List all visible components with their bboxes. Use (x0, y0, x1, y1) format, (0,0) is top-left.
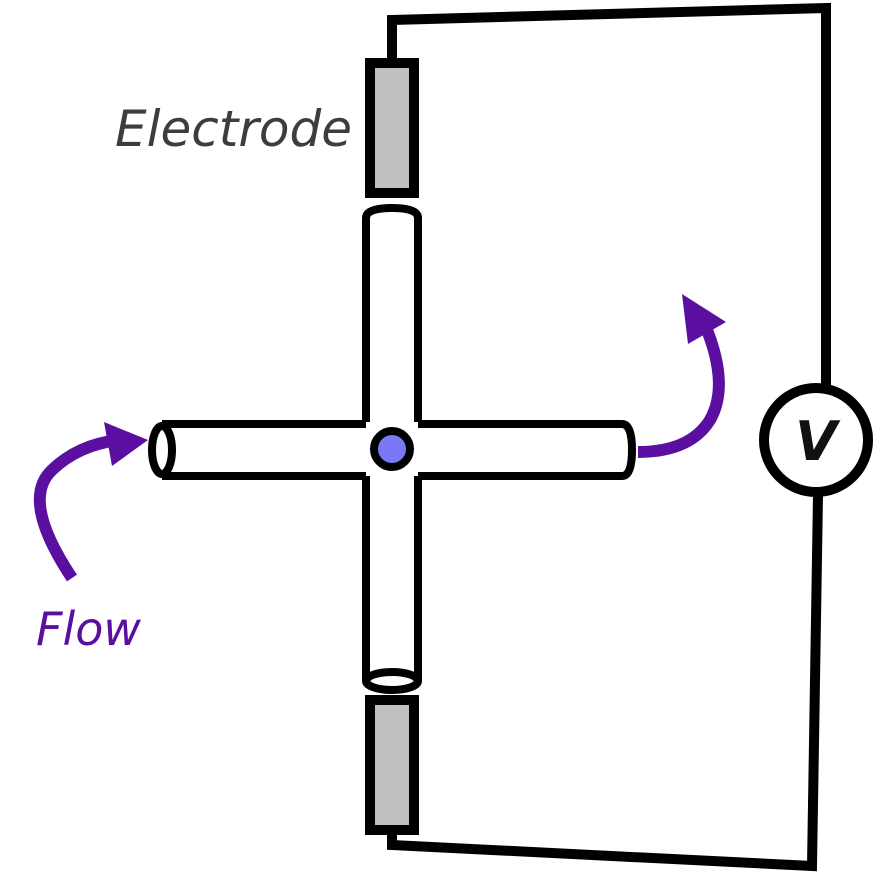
bottom-electrode (365, 695, 419, 835)
inlet-flow-arrow (33, 422, 148, 582)
top-electrode (365, 58, 419, 198)
voltmeter: V (759, 383, 873, 497)
inlet-channel-opening (148, 422, 176, 478)
voltmeter-label: V (795, 410, 841, 473)
circuit-wire-bottom (387, 494, 823, 872)
bottom-channel-opening (362, 668, 422, 694)
outlet-flow-arrow (637, 294, 726, 458)
flow-label: Flow (36, 602, 141, 656)
sample-dot (370, 427, 414, 471)
vertical-channel (362, 203, 422, 694)
electrode-label: Electrode (115, 100, 352, 158)
circuit-wire-top (387, 2, 831, 385)
